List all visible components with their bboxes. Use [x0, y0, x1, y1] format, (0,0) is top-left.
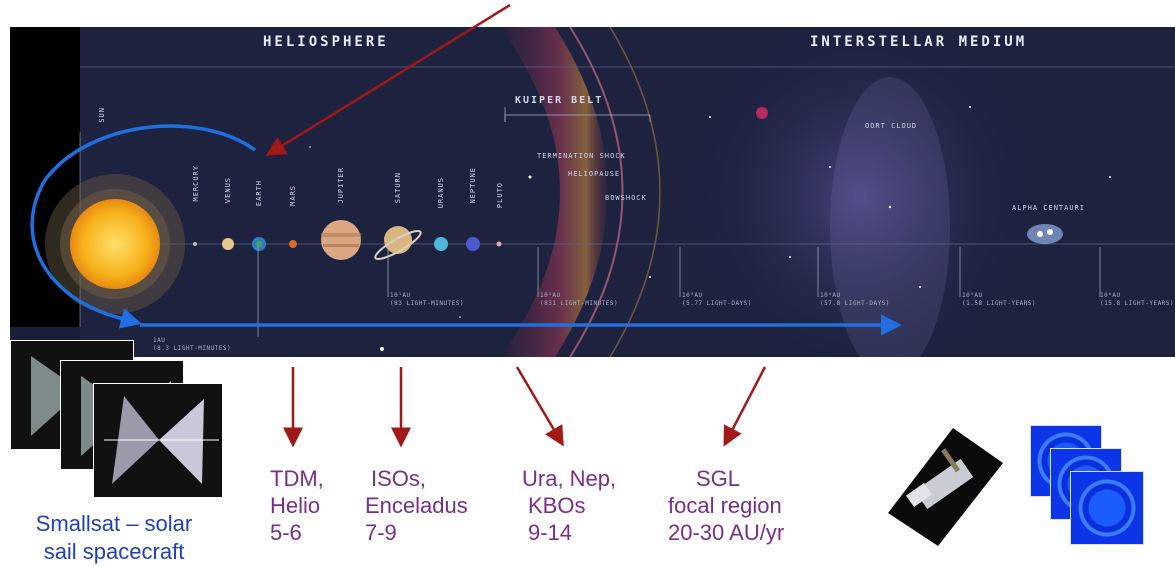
- distance-au: 10⁴AU: [820, 292, 841, 299]
- distance-10-2au: 10²AU(831 LIGHT-MINUTES): [540, 292, 618, 308]
- distance-ticks: [257, 247, 1101, 337]
- distance-au: 10³AU: [682, 292, 703, 299]
- distance-au: 10⁶AU: [1100, 292, 1121, 299]
- caption-line: KBOs: [528, 493, 586, 518]
- distance-light: (15.8 LIGHT-YEARS): [1100, 300, 1175, 307]
- caption-line: focal region: [668, 493, 782, 518]
- distance-au: 10⁵AU: [962, 292, 983, 299]
- caption-line: 20-30 AU/yr: [668, 520, 785, 545]
- stars: [309, 106, 1111, 351]
- distance-light: (5.77 LIGHT-DAYS): [682, 300, 752, 307]
- space-telescope-image: [878, 418, 1006, 548]
- label-bowshock: BOWSHOCK: [605, 194, 647, 202]
- solar-sail-trajectory-loop: [30, 124, 257, 329]
- distance-light: (8.3 LIGHT-MINUTES): [153, 345, 232, 352]
- label-termination-shock: TERMINATION SHOCK: [537, 152, 626, 160]
- caption-ura-nep: Ura, Nep, KBOs 9-14: [522, 465, 616, 546]
- distance-10-6au: 10⁶AU(15.8 LIGHT-YEARS): [1100, 292, 1174, 308]
- solar-sail-image-3: [93, 383, 223, 498]
- label-heliopause: HELIOPAUSE: [568, 170, 621, 178]
- distance-au: 1AU: [153, 337, 166, 344]
- caption-line: Helio: [270, 493, 321, 518]
- distance-light: (83 LIGHT-MINUTES): [390, 300, 465, 307]
- distance-light: (831 LIGHT-MINUTES): [540, 300, 619, 307]
- distance-10-5au: 10⁵AU(1.58 LIGHT-YEARS): [962, 292, 1036, 308]
- caption-line: SGL: [696, 466, 741, 491]
- caption-line: Smallsat – solar: [35, 511, 193, 536]
- interstellar-medium-heading: INTERSTELLAR MEDIUM: [810, 34, 1028, 50]
- label-kuiper-belt: KUIPER BELT: [515, 95, 604, 106]
- caption-line: 7-9: [365, 520, 397, 545]
- caption-line: 9-14: [528, 520, 573, 545]
- caption-line: sail spacecraft: [43, 539, 185, 564]
- caption-isos: ISOs, Enceladus 7-9: [365, 465, 468, 546]
- caption-line: TDM,: [270, 466, 324, 491]
- distance-light: (1.58 LIGHT-YEARS): [962, 300, 1037, 307]
- distance-10-1au: 10¹AU(83 LIGHT-MINUTES): [390, 292, 464, 308]
- top-red-arrow: [265, 3, 511, 156]
- label-oort-cloud: OORT CLOUD: [865, 122, 918, 130]
- distance-10-3au: 10³AU(5.77 LIGHT-DAYS): [682, 292, 752, 308]
- distance-au: 10²AU: [540, 292, 561, 299]
- caption-line: 5-6: [270, 520, 302, 545]
- heliosphere-heading: HELIOSPHERE: [263, 34, 389, 50]
- focal-region-image-3: [1070, 471, 1144, 545]
- caption-line: Enceladus: [365, 493, 468, 518]
- caption-sgl: SGL focal region 20-30 AU/yr: [668, 465, 784, 546]
- caption-smallsat: Smallsat – solar sail spacecraft: [24, 510, 204, 566]
- caption-line: Ura, Nep,: [522, 466, 617, 491]
- distance-10-4au: 10⁴AU(57.8 LIGHT-DAYS): [820, 292, 890, 308]
- arrow-ura-nep: [515, 366, 564, 447]
- distance-light: (57.8 LIGHT-DAYS): [820, 300, 890, 307]
- distance-au: 10¹AU: [390, 292, 411, 299]
- caption-line: ISOs,: [371, 466, 427, 491]
- banner-background: [10, 27, 1175, 357]
- sun-disc: [70, 199, 160, 289]
- arrow-sgl: [723, 366, 767, 447]
- distance-1au: 1AU(8.3 LIGHT-MINUTES): [153, 337, 231, 353]
- caption-tdm: TDM, Helio 5-6: [270, 465, 324, 546]
- label-alpha-centauri: ALPHA CENTAURI: [1012, 204, 1086, 212]
- solar-system-scale-banner: HELIOSPHERE INTERSTELLAR MEDIUM SUN MERC…: [10, 27, 1175, 357]
